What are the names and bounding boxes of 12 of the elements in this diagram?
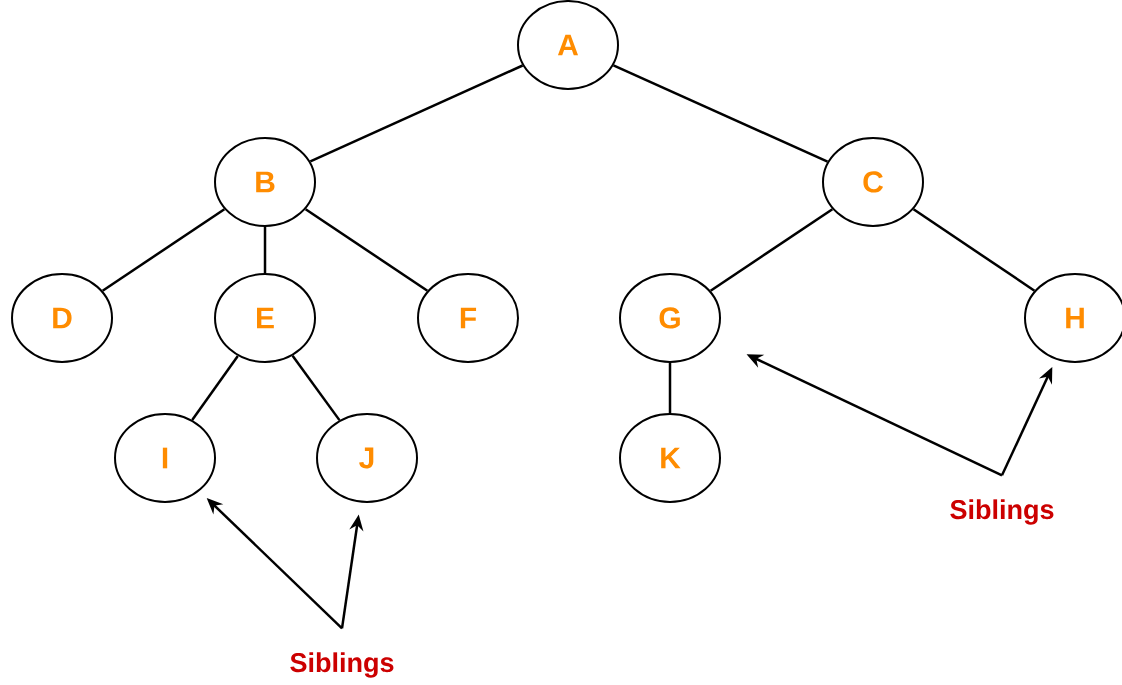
tree-edge bbox=[304, 208, 429, 292]
tree-edge bbox=[912, 208, 1036, 292]
siblings-label: Siblings bbox=[290, 652, 394, 678]
tree-edge bbox=[101, 208, 226, 292]
tree-edge bbox=[309, 64, 524, 163]
tree-edge bbox=[709, 208, 834, 292]
tree-edge bbox=[291, 355, 341, 421]
tree-edge bbox=[612, 64, 829, 163]
tree-edge bbox=[668, 363, 672, 413]
siblings-label: Siblings bbox=[950, 499, 1054, 525]
tree-edge bbox=[191, 355, 239, 421]
tree-edge bbox=[263, 227, 267, 273]
